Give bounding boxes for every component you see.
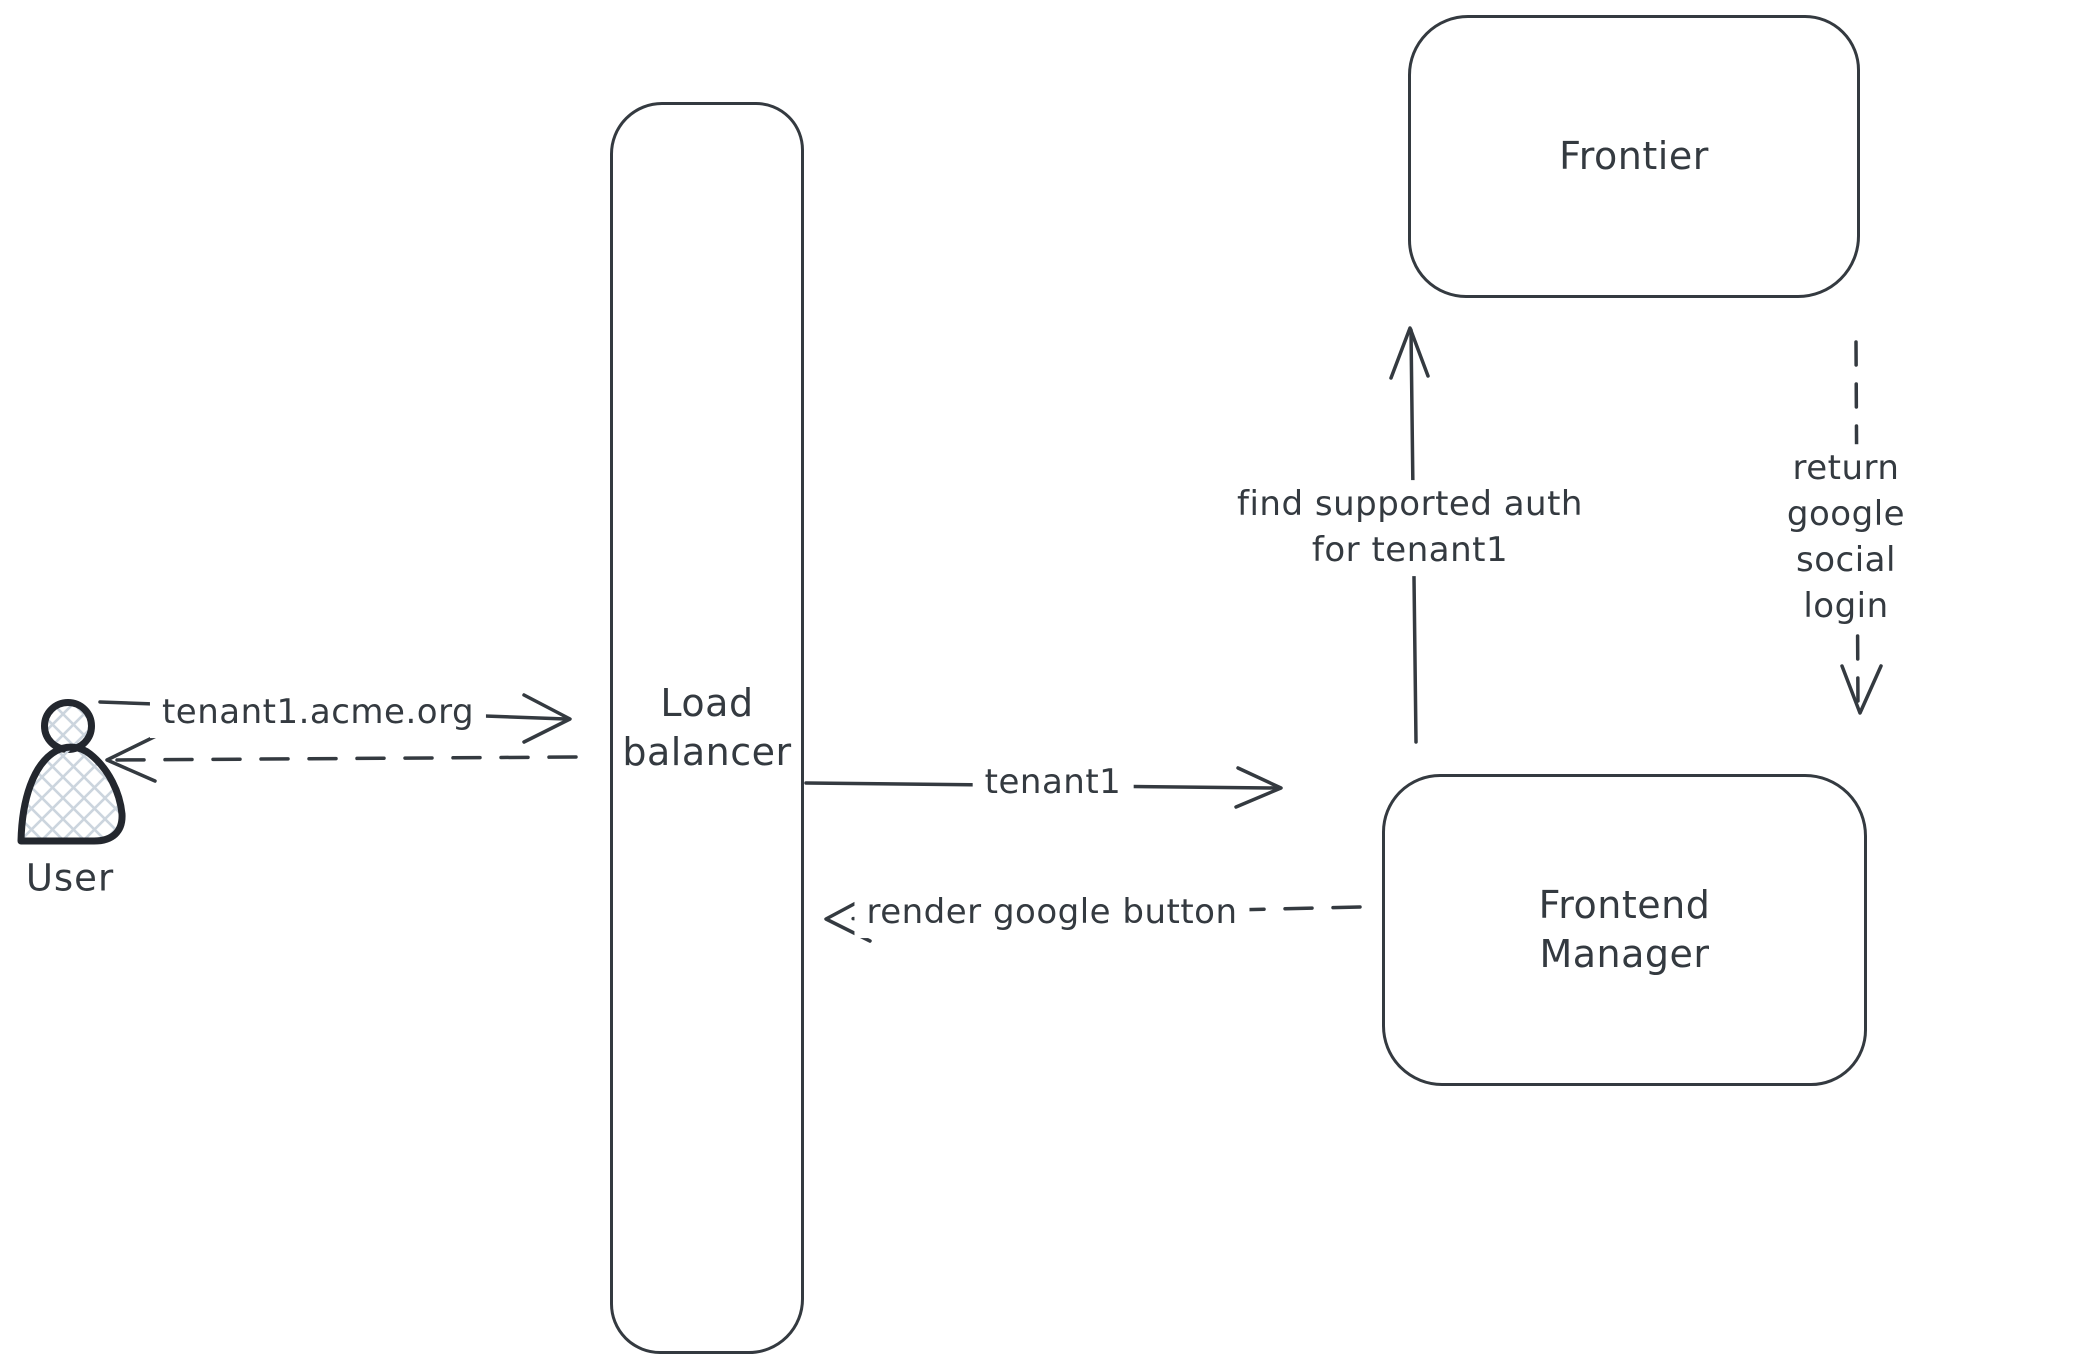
edge-label-frontend-manager-to-frontier: find supported auth for tenant1 <box>1225 480 1595 576</box>
user-body <box>17 743 126 845</box>
node-load-balancer: Load balancer <box>610 102 804 1354</box>
edge-label-load-balancer-to-frontend-manager: tenant1 <box>972 758 1134 808</box>
node-load-balancer-label: Load balancer <box>622 680 792 774</box>
edge-label-frontier-to-frontend-manager: return google social login <box>1727 444 1965 632</box>
node-frontend-manager: Frontend Manager <box>1382 774 1867 1086</box>
edge-label-user-to-load-balancer: tenant1.acme.org <box>149 688 487 738</box>
node-frontend-manager-label: Frontend Manager <box>1538 882 1711 976</box>
user-person-icon <box>17 699 126 845</box>
node-user-label: User <box>25 856 115 900</box>
node-frontier-label: Frontier <box>1559 133 1709 178</box>
node-frontier: Frontier <box>1408 15 1860 298</box>
arrow-load-balancer-to-user <box>105 734 578 783</box>
user-head <box>41 699 95 753</box>
edge-label-frontend-manager-to-load-balancer: render google button <box>854 888 1250 938</box>
